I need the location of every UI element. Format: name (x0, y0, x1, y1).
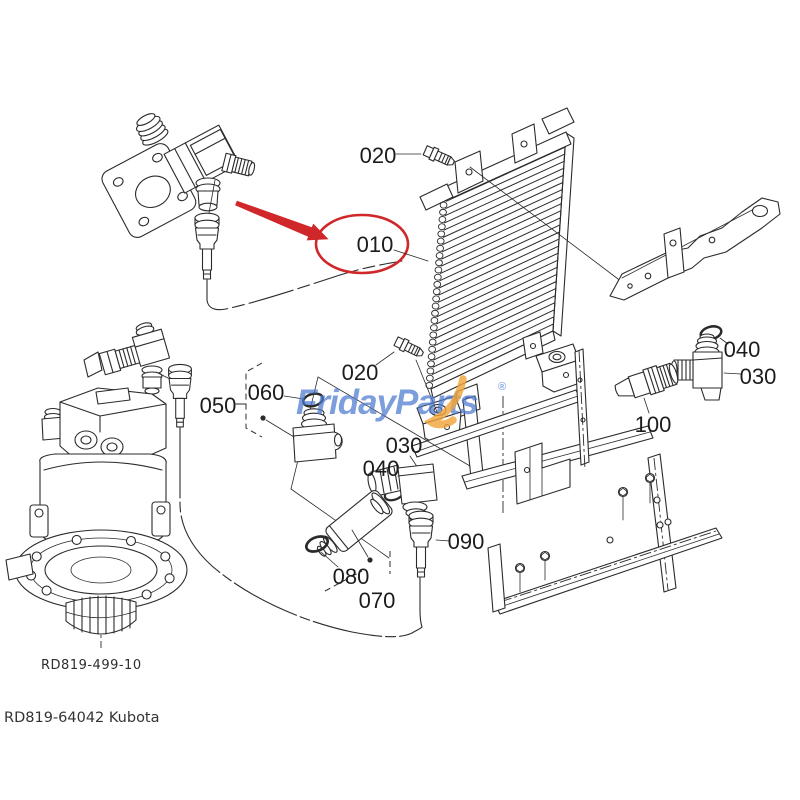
part-label-070: 070 (359, 588, 396, 613)
hose-fitting-100 (614, 362, 679, 399)
part-label-050: 050 (200, 393, 237, 418)
watermark: FridayParts ® (296, 375, 506, 429)
sensor-090 (408, 510, 434, 578)
watermark-text: FridayParts (296, 383, 478, 422)
subassembly-050-060 (235, 362, 343, 463)
red-arrow-icon (235, 200, 329, 241)
fitting-group-right (614, 322, 742, 414)
highlight-ellipse (314, 213, 410, 275)
quick-coupler-top (194, 212, 220, 280)
watermark-registered-mark: ® (498, 381, 506, 393)
support-frame (411, 348, 723, 615)
hose-line-top (206, 260, 403, 311)
subassembly-070-080 (302, 490, 393, 592)
bolt-020-mid (392, 335, 426, 361)
caption-text: RD819-64042 Kubota (4, 710, 160, 726)
nipple-fitting (221, 152, 256, 177)
part-label-030-right: 030 (740, 364, 777, 389)
elbow-fitting-030-right (670, 333, 723, 401)
subassembly-030-040-090 (367, 455, 451, 628)
watermark-swoosh-icon (424, 375, 467, 429)
part-label-090: 090 (448, 529, 485, 554)
part-label-020-mid: 020 (342, 360, 379, 385)
part-label-040-right: 040 (724, 337, 761, 362)
highlight-group (235, 200, 410, 275)
quick-coupler-mid (168, 363, 192, 428)
swing-motor (5, 322, 188, 648)
part-label-060: 060 (248, 380, 285, 405)
flange-fitting-assembly (101, 113, 256, 238)
part-label-080: 080 (333, 564, 370, 589)
part-label-030-mid: 030 (386, 433, 423, 458)
part-label-040-mid: 040 (363, 456, 400, 481)
mount-bracket-upper-right (609, 197, 781, 301)
threaded-port (135, 113, 169, 146)
part-label-100: 100 (635, 412, 672, 437)
part-labels: 020 010 020 050 060 030 040 040 030 100 … (200, 143, 777, 613)
figure-code: RD819-499-10 (41, 658, 142, 673)
bolt-020-top (422, 143, 457, 170)
part-label-020-top: 020 (360, 143, 397, 168)
part-label-010: 010 (357, 232, 394, 257)
elbow-fitting-060 (292, 408, 343, 463)
hose-line-main (179, 427, 423, 638)
